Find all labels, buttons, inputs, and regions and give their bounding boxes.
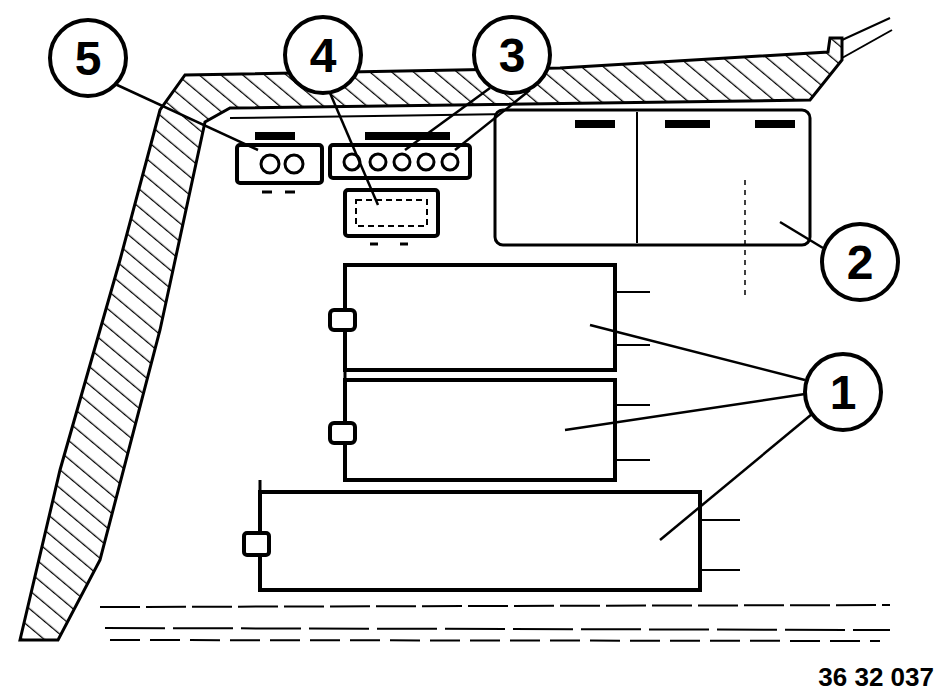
control-units-1 [244,265,740,590]
connector-4 [345,190,438,244]
panel-edge [842,30,892,58]
connector-5 [237,132,322,192]
body-section [20,38,842,640]
leader-lines [115,84,823,540]
figure-number: 36 32 037 [818,664,934,690]
floor-lines [100,605,890,641]
panel-edge [842,18,890,40]
callout-number: 1 [830,369,857,417]
callout-number: 4 [310,32,337,80]
callout-number: 5 [75,35,102,83]
callout-circles [50,17,898,430]
callout-number: 2 [847,239,874,287]
callout-number: 3 [499,32,526,80]
